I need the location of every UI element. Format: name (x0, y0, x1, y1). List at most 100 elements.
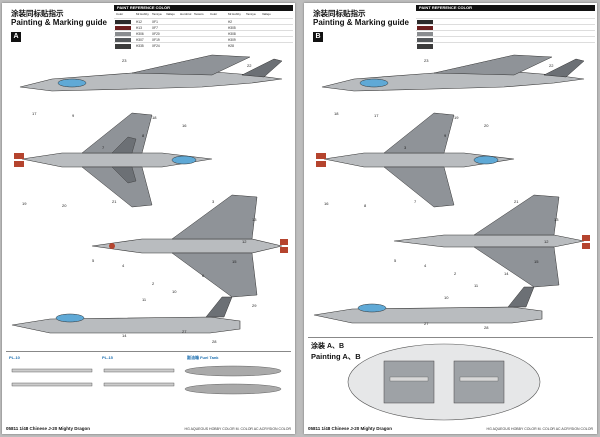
callout-number: 18 (152, 115, 157, 120)
callout-number: 11 (142, 297, 147, 302)
paint-row (416, 24, 595, 31)
underside-view-aircraft (91, 194, 288, 298)
weapon-label-pl10: PL-10 (9, 355, 20, 360)
callout-number: 21 (514, 199, 519, 204)
canopy (359, 78, 389, 88)
callout-number: 15 (232, 259, 237, 264)
callout-number: 2 (152, 281, 155, 286)
page-title-cn: 涂装同标贴指示 (313, 9, 366, 18)
callout-number: 17 (374, 113, 379, 118)
paint-reference-columns: Color Mr.Hobby Tamiya Vallejo Humbrol Te… (114, 12, 293, 17)
canopy (357, 303, 387, 313)
pl15-missile (103, 382, 175, 387)
color-swatch (115, 25, 131, 31)
section-divider (308, 337, 593, 338)
paint-code: H305 (228, 26, 236, 30)
side-view-aircraft (11, 296, 241, 334)
color-swatch (115, 37, 131, 43)
page-title: Painting & Marking guide (11, 18, 108, 27)
paint-code: H28 (228, 44, 234, 48)
scheme-badge: B (313, 32, 323, 42)
scheme-badge: A (11, 32, 21, 42)
callout-number: 13 (554, 217, 559, 222)
bay-door (383, 360, 435, 404)
wing-top-view (433, 54, 553, 76)
paint-code: H307 (136, 38, 144, 42)
col-header: Mr.Hobby (228, 12, 241, 16)
color-swatch (417, 19, 433, 25)
fuselage-planform (21, 152, 213, 168)
col-header: Tamiya (246, 12, 256, 16)
callout-number: 9 (72, 113, 75, 118)
color-swatch (417, 43, 433, 49)
wing-underside-upper (171, 194, 258, 240)
callout-number: 17 (32, 111, 37, 116)
fin-side-view (507, 286, 535, 308)
callout-number: 23 (122, 58, 127, 63)
nozzle-right (316, 161, 326, 167)
side-view-aircraft (313, 286, 543, 324)
paint-code: H12 (136, 20, 142, 24)
callout-number: 3 (212, 199, 215, 204)
callout-number: 5 (92, 258, 95, 263)
callout-number: 5 (394, 258, 397, 263)
paint-code: H335 (136, 44, 144, 48)
nozzle-left (14, 153, 24, 159)
callout-number: 19 (22, 201, 27, 206)
callout-number: 16 (324, 201, 329, 206)
callout-number: 10 (172, 289, 177, 294)
nozzle-left (280, 239, 288, 245)
callout-number: 8 (142, 133, 145, 138)
callout-number: 16 (182, 123, 187, 128)
paint-code: XF1 (152, 20, 158, 24)
paint-reference-table: PAINT REFERENCE COLOR (416, 5, 595, 49)
pl15-missile (103, 368, 175, 373)
callout-number: 20 (484, 123, 489, 128)
tail-top-view (241, 58, 283, 78)
callout-number: 28 (212, 339, 217, 344)
paint-row (416, 36, 595, 43)
callout-number: 18 (334, 111, 339, 116)
callout-number: 20 (62, 203, 67, 208)
planform-view-aircraft (14, 112, 213, 208)
fuel-tank (184, 383, 282, 395)
color-swatch (115, 31, 131, 37)
canopy (57, 78, 87, 88)
weapons-bay-detail (347, 343, 541, 421)
callout-number: 29 (252, 303, 257, 308)
callout-number: 7 (414, 199, 417, 204)
weapon-label-pl15: PL-15 (102, 355, 113, 360)
col-header: Humbrol (180, 12, 192, 16)
paint-row: H13 XF7 H305 (114, 24, 293, 31)
canard-upper (111, 136, 137, 154)
callout-number: 3 (404, 145, 407, 150)
paint-reference-title: PAINT REFERENCE COLOR (416, 5, 595, 11)
bay-missile (459, 376, 499, 382)
callout-number: 22 (549, 63, 554, 68)
paint-row (416, 42, 595, 49)
paint-code: H309 (228, 38, 236, 42)
instruction-page-b: 涂装同标贴指示 Painting & Marking guide B PAINT… (304, 3, 597, 434)
color-swatch (417, 31, 433, 37)
callout-number: 6 (202, 273, 205, 278)
tail-top-view (543, 58, 585, 78)
weapon-label-fuel-tank: 副油箱 Fuel Tank (187, 355, 219, 360)
callout-number: 23 (424, 58, 429, 63)
footer-code: 05811 1/48 Chinese J-20 Mighty Dragon (6, 426, 91, 431)
fuel-tank (184, 365, 282, 377)
footer-code: 05811 1/48 Chinese J-20 Mighty Dragon (308, 426, 393, 431)
roundel (109, 243, 115, 249)
callout-number: 14 (504, 271, 509, 276)
callout-number: 10 (444, 295, 449, 300)
page-title-cn: 涂装同标贴指示 (11, 9, 64, 18)
callout-number: 4 (424, 263, 427, 268)
paint-reference-title: PAINT REFERENCE COLOR (114, 5, 293, 11)
top-view-aircraft (321, 54, 585, 92)
callout-number: 9 (444, 133, 447, 138)
col-header: Tamiya (152, 12, 162, 16)
callout-number: 2 (454, 271, 457, 276)
paint-row: H335 XF24 H28 (114, 42, 293, 49)
callout-number: 7 (102, 145, 105, 150)
col-header: Vallejo (166, 12, 175, 16)
color-swatch (115, 19, 131, 25)
